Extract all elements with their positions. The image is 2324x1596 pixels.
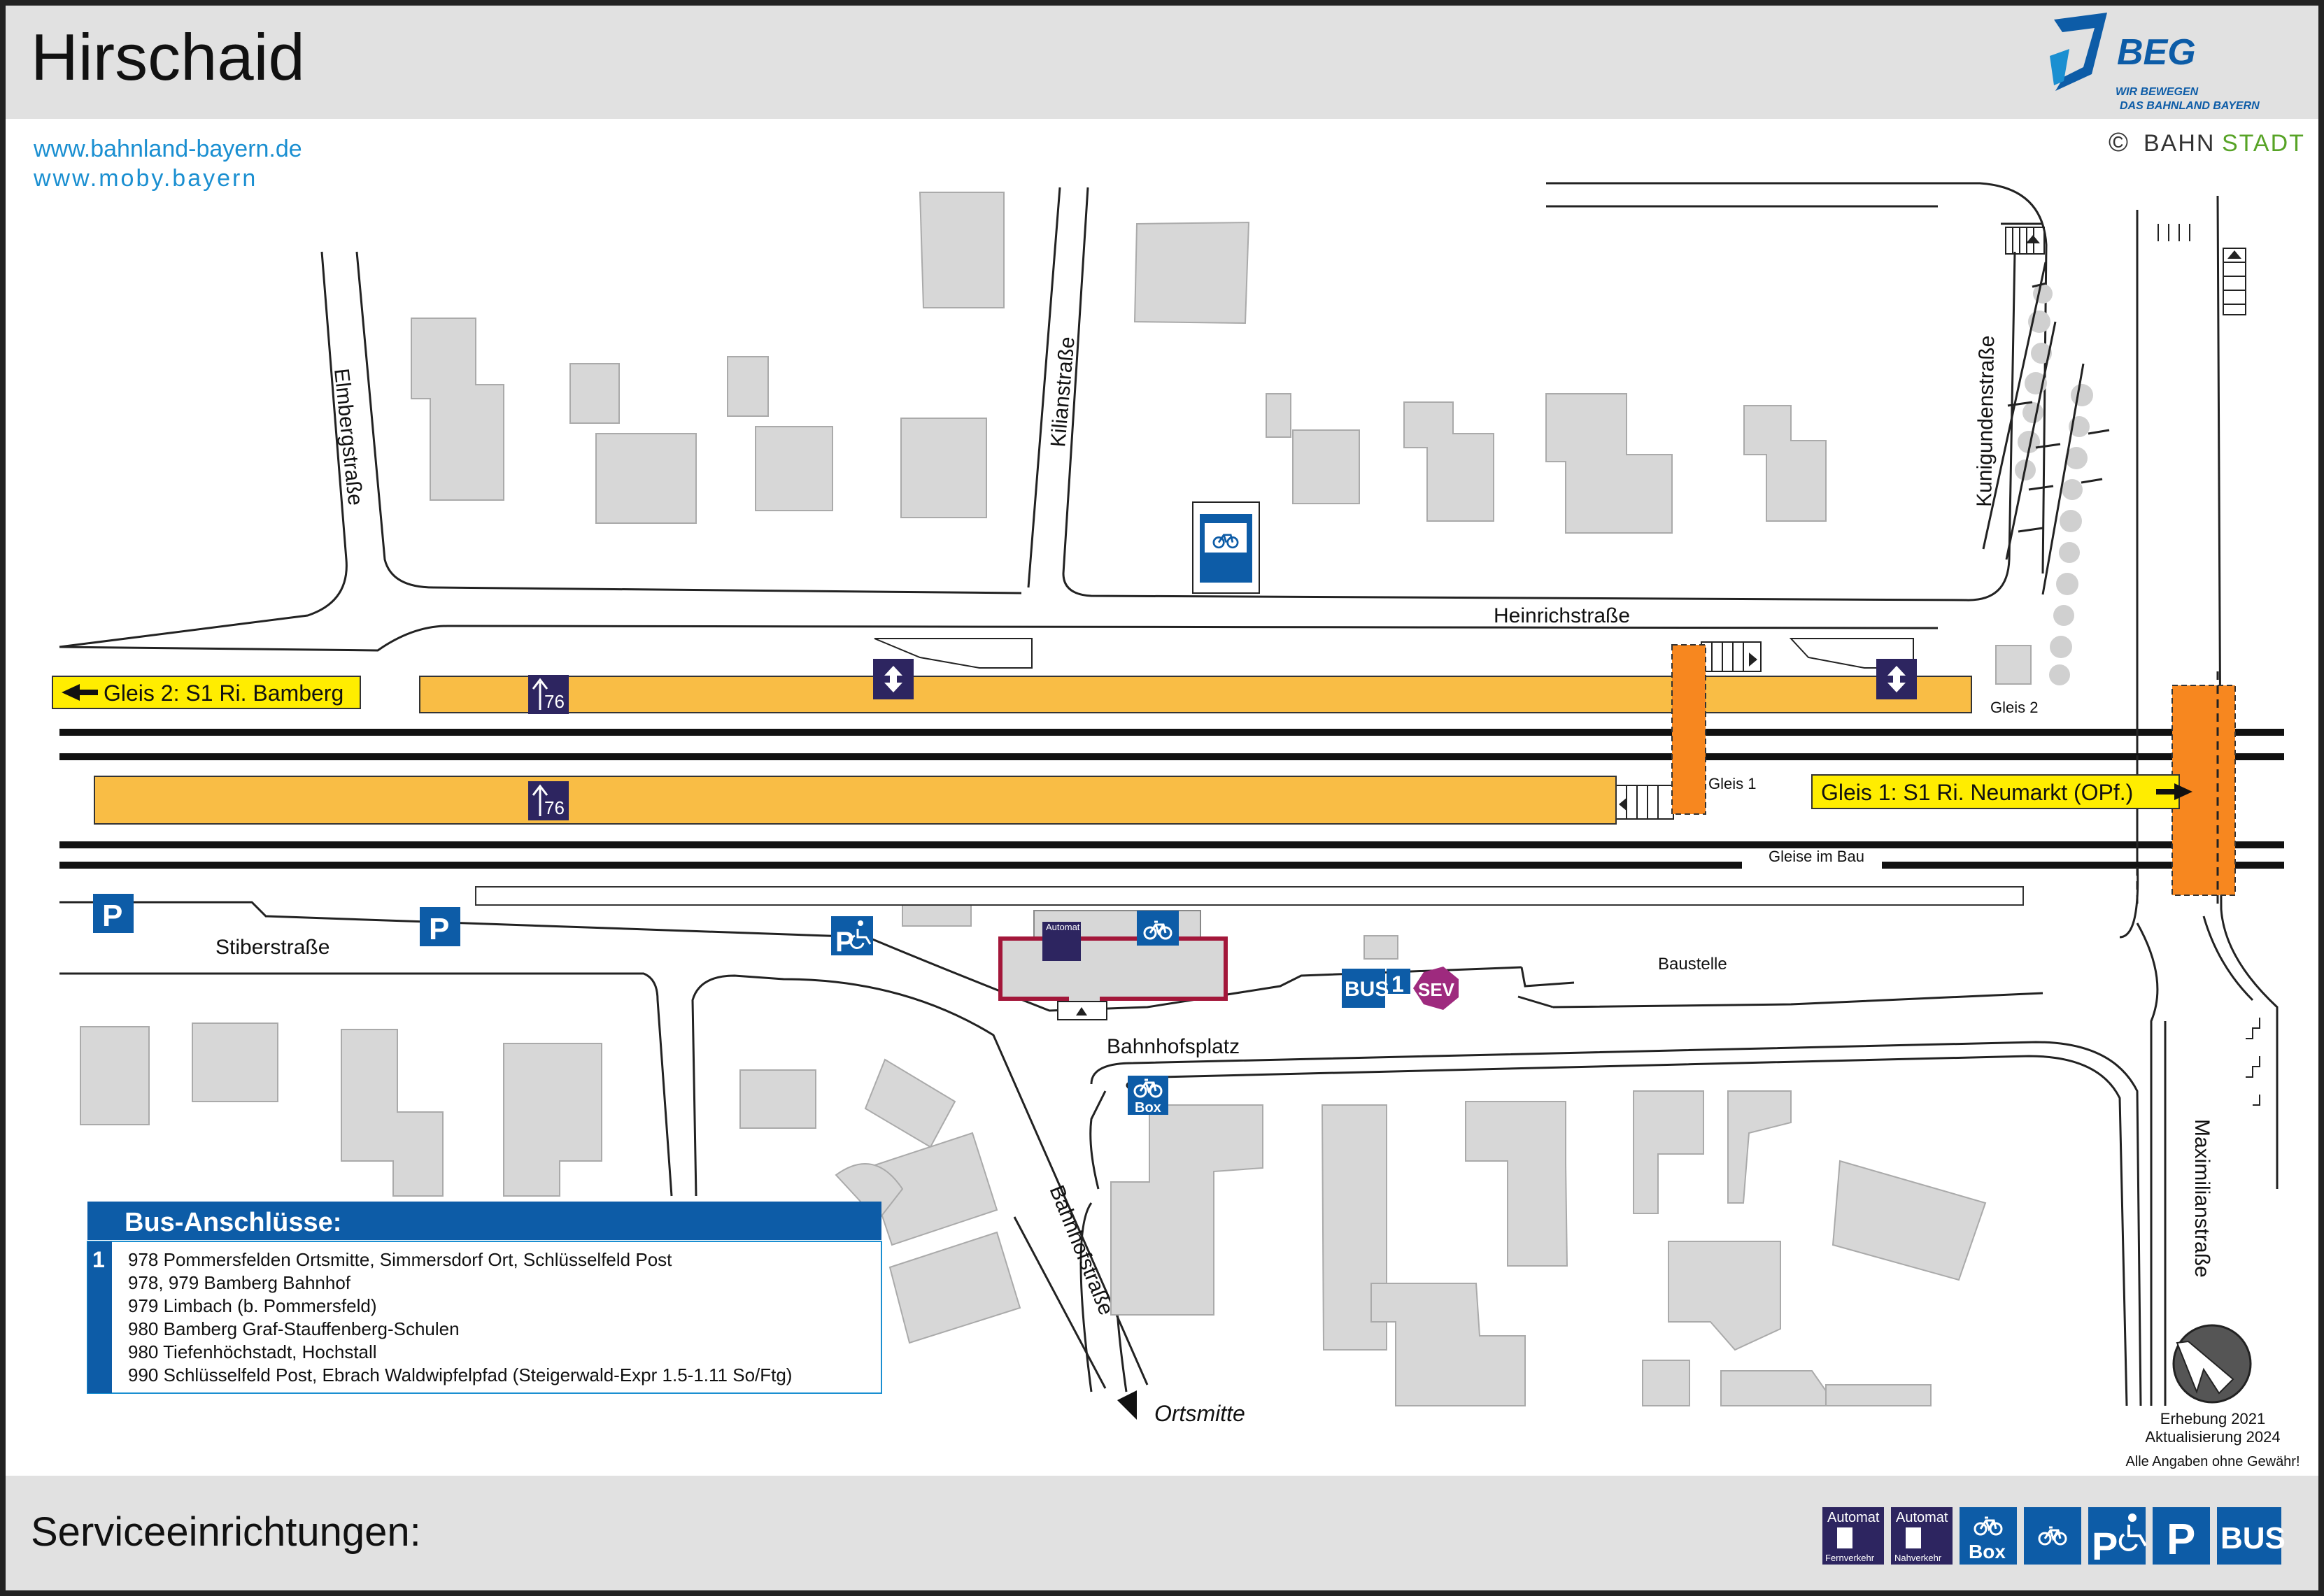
legend-bike-box-label: Box [1969,1541,2006,1562]
bike-parking [1192,501,1260,594]
bus-line: 978 Pommersfelden Ortsmitte, Simmersdorf… [128,1249,672,1270]
link-moby[interactable]: www.moby.bayern [33,165,257,192]
bike-box-label: Box [1135,1100,1161,1116]
legend-accessible-parking: P [2088,1507,2147,1568]
platform-gleis-1 [94,776,1617,825]
bus-line: 990 Schlüsselfeld Post, Ebrach Waldwipfe… [128,1365,792,1385]
bus-line: 980 Tiefenhöchstadt, Hochstall [128,1341,377,1362]
logo-tagline-1: WIR BEWEGEN [2116,86,2199,98]
street-stiberstrasse: Stiberstraße [215,936,330,959]
stair-arrows [1067,235,2241,1002]
platform-height-marker-gleis-1: 76 [528,781,569,820]
legend-bus-label: BUS [2220,1521,2286,1555]
copyright: © BAHN STADT [2109,128,2305,157]
construction-site-label: Baustelle [1658,955,1727,974]
north-arrow-icon [2172,1324,2252,1404]
parking-icon: P [93,894,134,933]
legend-accessible-parking-letter: P [2092,1524,2118,1568]
services-label: Serviceeinrichtungen: [31,1509,421,1555]
gleis-1-direction-sign [1811,774,2180,809]
gleis-2-direction-sign [52,676,361,709]
elevator-icon [873,659,914,699]
page-title: Hirschaid [31,20,305,94]
bus-stop-label: BUS [1345,978,1389,1001]
tracks [59,729,2284,869]
elevator-icon [1876,659,1917,699]
ortsmitte-label[interactable]: Ortsmitte [1154,1401,1245,1426]
disclaimer: Alle Angaben ohne Gewähr! [2125,1454,2300,1469]
platform-gleis-2 [419,676,1972,713]
platform-height-text-gleis-2: 76 [544,691,565,712]
right-arrow-icon [2156,783,2192,800]
legend-automat-nah-top: Automat [1896,1510,1948,1525]
bus-line: 980 Bamberg Graf-Stauffenberg-Schulen [128,1318,460,1339]
survey-year: Erhebung 2021 [2160,1410,2265,1427]
beg-logo: BEG WIR BEWEGEN DAS BAHNLAND BAYERN [2050,13,2260,112]
legend-automat-nah-bottom: Nahverkehr [1894,1553,1942,1563]
link-bahnland[interactable]: www.bahnland-bayern.de [33,136,302,162]
service-legend: Automat Fernverkehr Automat Nahverkehr B… [1822,1507,2286,1568]
bus-connections-panel: Bus-Anschlüsse: 1 978 Pommersfelden Orts… [87,1202,882,1394]
legend-automat-fernverkehr: Automat Fernverkehr [1822,1507,1884,1565]
accessible-parking-icon: P [831,916,873,957]
street-kilianstrasse: Kilianstraße [1047,336,1079,448]
gleise-im-bau-label: Gleise im Bau [1769,848,1864,865]
platform-height-marker-gleis-2: 76 [528,675,569,714]
street-maximilianstrasse: Maximilianstraße [2190,1119,2213,1278]
station-building [998,910,1228,1020]
legend-bike-box: Box [1960,1507,2017,1565]
legend-bus: BUS [2217,1507,2286,1565]
legend-bike-parking [2024,1507,2081,1565]
street-elmbergstrasse: Elmbergstraße [330,367,367,506]
platform-under-construction [475,886,2024,906]
header-band [4,4,2320,119]
logo-name: BEG [2117,32,2196,73]
bus-connections-heading: Bus-Anschlüsse: [125,1208,341,1237]
buildings [80,192,2032,1406]
tree-row [2015,284,2093,685]
legend-automat-fern-top: Automat [1827,1510,1880,1525]
gleis-1-label: Gleis 1 [1708,775,1756,792]
legend-parking-letter: P [2167,1516,2195,1564]
gleis-1-direction-text: Gleis 1: S1 Ri. Neumarkt (OPf.) [1821,780,2133,805]
parking-letter: P [102,899,122,933]
direction-arrow-icon [1117,1390,1137,1420]
logo-tagline-2: DAS BAHNLAND BAYERN [2120,100,2260,112]
copyright-b: STADT [2222,130,2305,157]
street-bahnhofsplatz: Bahnhofsplatz [1107,1035,1240,1058]
parking-stripes [1982,262,2110,595]
copyright-symbol: © [2109,128,2128,157]
footbridge [1671,644,1706,815]
bus-stop-icon: BUS 1 [1342,969,1410,1008]
bus-line: 978, 979 Bamberg Bahnhof [128,1272,351,1293]
legend-parking: P [2153,1507,2210,1565]
sev-label: SEV [1418,979,1455,1000]
bus-line: 979 Limbach (b. Pommersfeld) [128,1295,376,1316]
gleis-2-direction-text: Gleis 2: S1 Ri. Bamberg [104,681,343,706]
left-arrow-icon [62,684,98,701]
street-heinrichstrasse: Heinrichstraße [1494,604,1630,627]
update-year: Aktualisierung 2024 [2145,1428,2280,1446]
street-kunigundenstrasse: Kunigundenstraße [1973,335,1999,507]
parking-letter: P [429,912,449,946]
parking-icon: P [420,907,460,946]
legend-automat-nahverkehr: Automat Nahverkehr [1891,1507,1953,1565]
sev-icon: SEV [1413,967,1459,1010]
bus-stop-number: 1 [1391,971,1404,997]
bus-connections-stop-number: 1 [92,1247,105,1272]
copyright-a: BAHN [2144,130,2215,157]
bike-box-icon: Box [1128,1076,1168,1116]
station-automat-label: Automat [1046,922,1080,932]
street-network [59,182,2279,1406]
platform-height-text-gleis-1: 76 [544,797,565,818]
gleis-2-label: Gleis 2 [1990,699,2038,716]
legend-automat-fern-bottom: Fernverkehr [1825,1553,1875,1563]
